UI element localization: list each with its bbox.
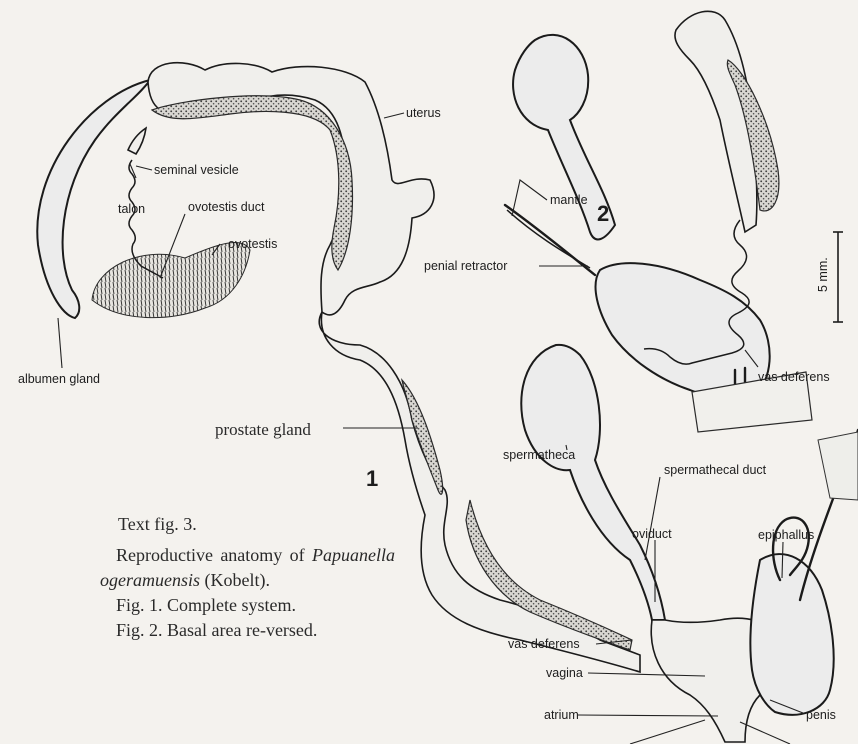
caption-fig1: Fig. 1. Complete system. xyxy=(100,593,395,618)
label-uterus: uterus xyxy=(406,106,441,120)
label-penis: penis xyxy=(806,708,836,722)
ovotestis-shape xyxy=(92,242,250,317)
label-spermathecal-duct: spermathecal duct xyxy=(664,463,767,477)
label-prostate-gland: prostate gland xyxy=(215,420,311,439)
label-seminal-vesicle: seminal vesicle xyxy=(154,163,239,177)
label-mantle: mantle xyxy=(550,193,588,207)
label-epiphallus: epiphallus xyxy=(758,528,814,542)
fig2-number: 2 xyxy=(597,201,609,226)
spermatheca-shape xyxy=(521,345,665,620)
scale-bar: 5 mm. xyxy=(816,232,843,322)
talon-shape xyxy=(128,128,146,154)
figure-caption: Text fig. 3. Reproductive anatomy of Pap… xyxy=(100,512,395,643)
fig1-number: 1 xyxy=(366,466,378,491)
label-talon: talon xyxy=(118,202,145,216)
label-ovotestis-duct: ovotestis duct xyxy=(188,200,265,214)
label-albumen-gland: albumen gland xyxy=(18,372,100,386)
caption-description-prefix: Reproductive anatomy of xyxy=(116,545,305,565)
label-vagina: vagina xyxy=(546,666,583,680)
caption-fig2: Fig. 2. Basal area re-versed. xyxy=(100,618,395,643)
fig2-mantle-edge xyxy=(505,205,595,275)
caption-description: Reproductive anatomy of Papuanella ogera… xyxy=(100,543,395,593)
label-oviduct: oviduct xyxy=(632,527,672,541)
label-ovotestis: ovotestis xyxy=(228,237,277,251)
label-vas-deferens-fig2: vas deferens xyxy=(758,370,830,384)
penis-shape xyxy=(750,554,833,715)
label-penial-retractor: penial retractor xyxy=(424,259,507,273)
scale-bar-label: 5 mm. xyxy=(816,257,830,292)
fig2-uterus-shape xyxy=(675,11,757,232)
fig2-body-shape xyxy=(596,263,770,400)
caption-author: (Kobelt). xyxy=(205,570,270,590)
label-atrium: atrium xyxy=(544,708,579,722)
label-spermatheca: spermatheca xyxy=(503,448,575,462)
tissue-flap-shape xyxy=(818,432,858,500)
label-vas-deferens-fig1: vas deferens xyxy=(508,637,580,651)
caption-heading: Text fig. 3. xyxy=(118,512,395,537)
